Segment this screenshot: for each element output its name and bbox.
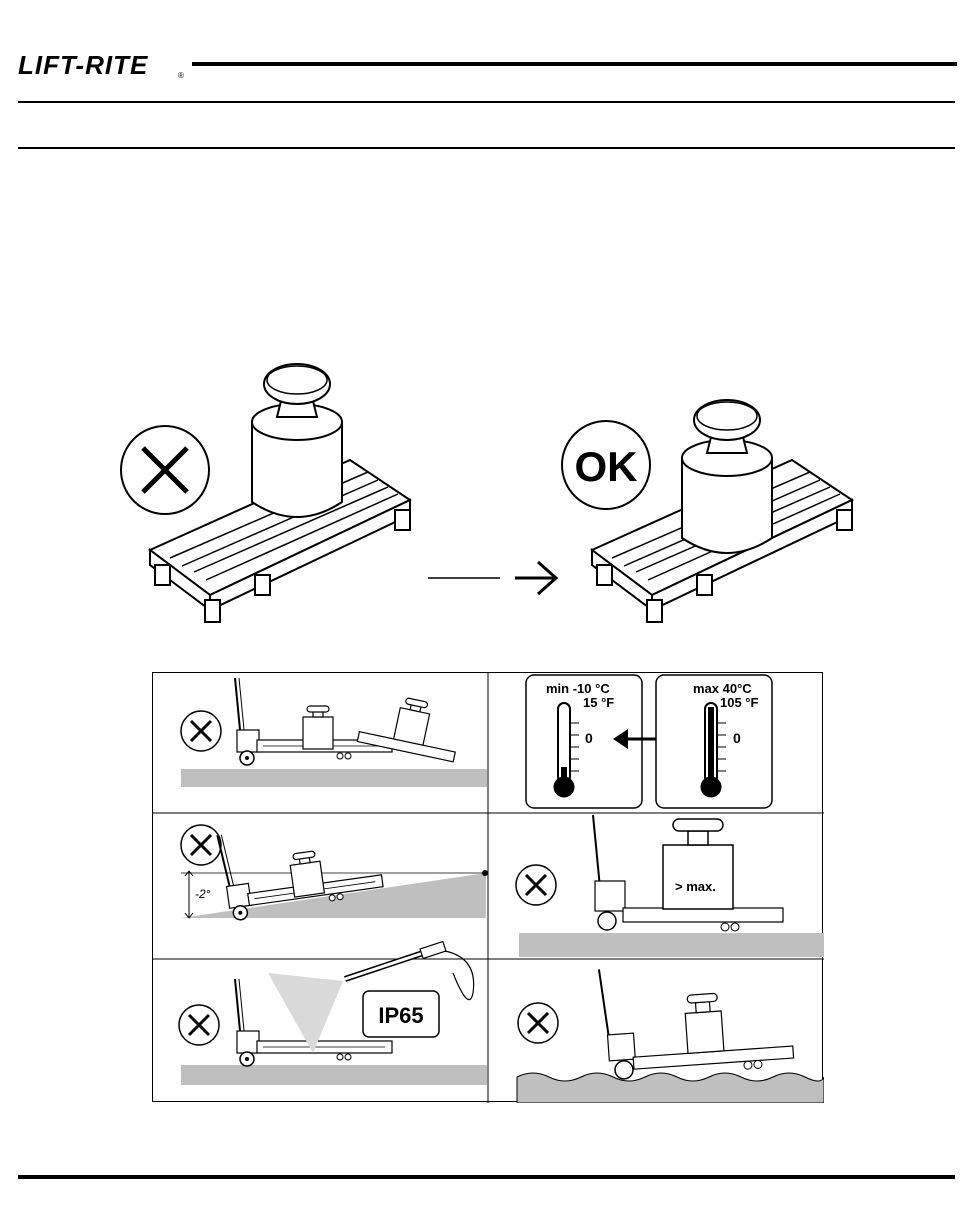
wrong-icon — [181, 825, 221, 865]
wrong-icon — [518, 1003, 558, 1043]
temp-max-zero: 0 — [733, 730, 741, 746]
temp-min-f: 15 °F — [583, 695, 614, 710]
panel-rough-floor — [517, 956, 824, 1103]
ok-circle-icon: OK — [562, 421, 650, 509]
wrong-circle-icon — [121, 426, 209, 514]
heavy-weight — [663, 819, 733, 909]
wrong-icon — [181, 711, 221, 751]
footer-rule — [18, 1175, 955, 1179]
title-rule-bottom — [18, 147, 955, 149]
wrong-icon — [516, 865, 556, 905]
overload-label: > max. — [675, 879, 716, 894]
logo-text: LIFT-RITE — [18, 50, 148, 80]
load-placement-illustration: OK — [110, 350, 870, 650]
panel-washing: IP65 — [179, 942, 487, 1085]
panel-temperature: min -10 °C 15 °F 0 max 40°C 105 °F — [526, 675, 772, 808]
trademark-symbol: ® — [178, 71, 184, 80]
ok-label: OK — [575, 443, 638, 490]
arrow-right-icon — [515, 562, 556, 594]
warning-grid: min -10 °C 15 °F 0 max 40°C 105 °F — [152, 672, 823, 1102]
weight — [303, 706, 333, 749]
header-rule — [192, 62, 957, 66]
weight — [289, 850, 325, 897]
slope-angle-label: -2° — [195, 887, 211, 901]
temp-max-label: max 40°C — [693, 681, 752, 696]
title-rule-top — [18, 101, 955, 103]
temp-max-f: 105 °F — [720, 695, 759, 710]
wrong-icon — [179, 1005, 219, 1045]
weight-off-center — [252, 364, 342, 517]
temp-min-label: min -10 °C — [546, 681, 610, 696]
panel-slope: -2° — [181, 813, 488, 921]
panel-overload: > max. — [516, 815, 824, 957]
panel-uneven-load — [181, 678, 487, 787]
ip65-label: IP65 — [378, 1003, 423, 1028]
lift-rite-logo: LIFT-RITE ® — [18, 50, 188, 80]
weight-centered — [682, 400, 772, 553]
temp-min-zero: 0 — [585, 730, 593, 746]
